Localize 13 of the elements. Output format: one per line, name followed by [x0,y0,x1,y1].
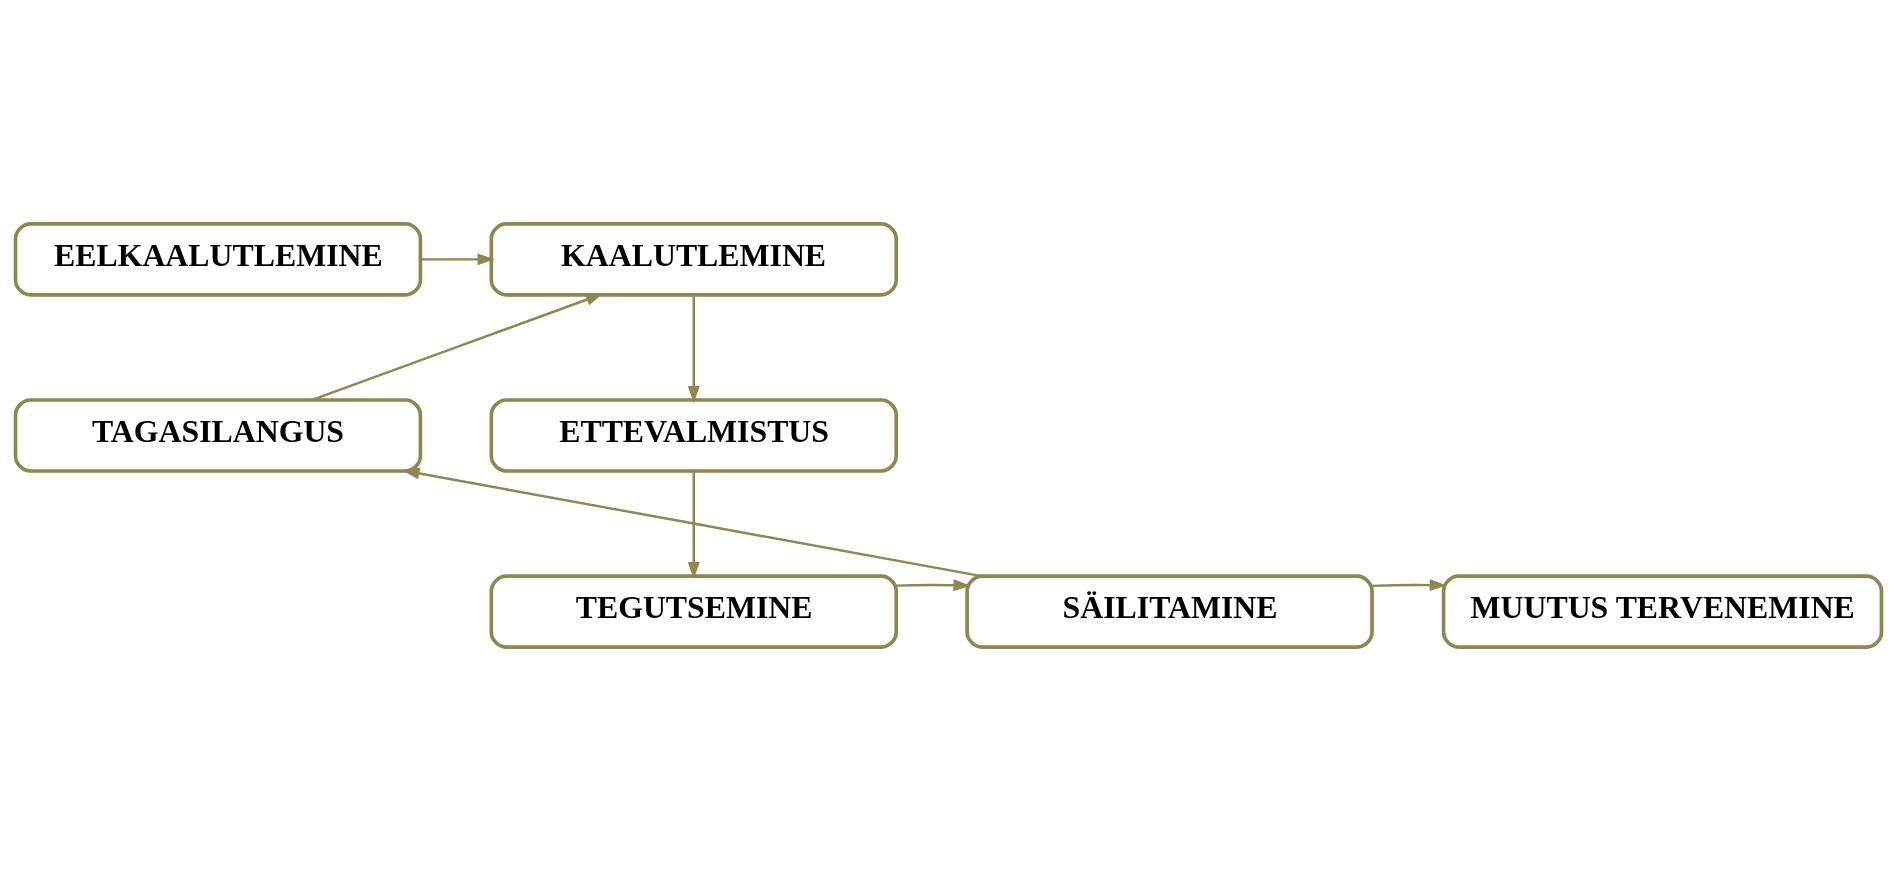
node-box: KAALUTLEMINE [489,222,898,297]
node-box: EELKAALUTLEMINE [13,222,422,297]
arrow [687,294,700,404]
arrow [420,253,495,266]
node-box: SÄILITAMINE [964,574,1374,649]
arrow [895,579,970,592]
node-box: MUUTUS TERVENEMINE [1441,574,1883,649]
node-box: TEGUTSEMINE [489,574,898,649]
node-box: TAGASILANGUS [13,398,422,473]
arrow [311,293,603,402]
arrow [687,471,700,580]
node-box: ETTEVALMISTUS [489,398,898,473]
arrow [1371,579,1447,592]
